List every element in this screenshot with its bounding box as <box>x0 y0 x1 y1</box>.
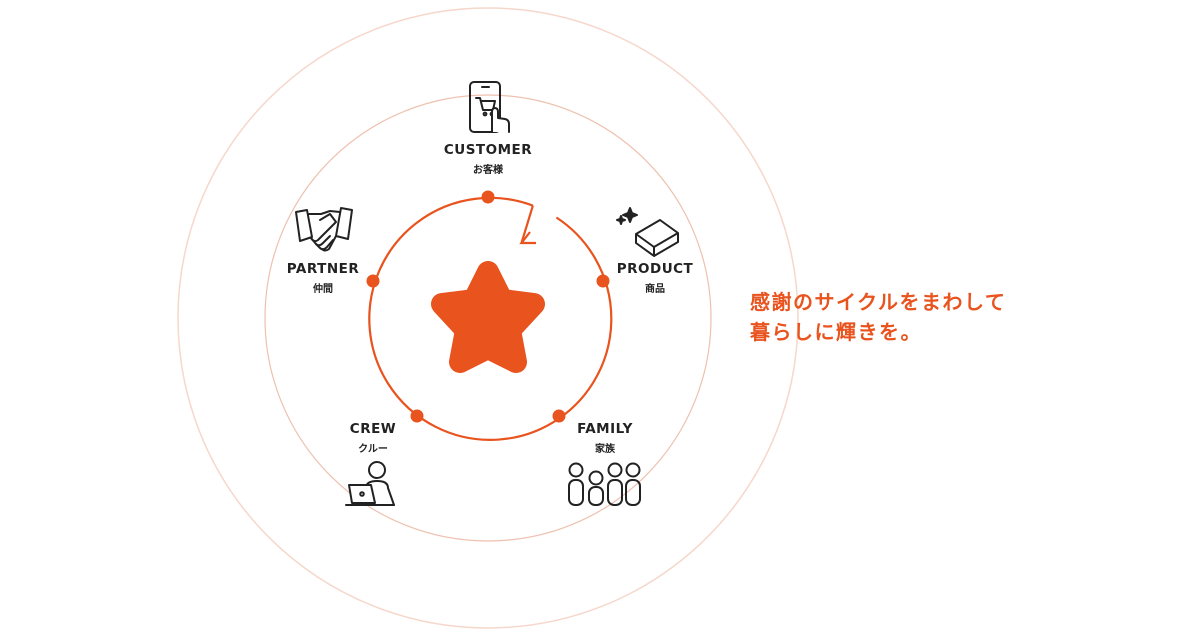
node-label-customer: CUSTOMER お客様 <box>428 142 548 176</box>
family-icon <box>568 462 641 506</box>
node-label-en: PARTNER <box>286 261 360 277</box>
node-label-en: FAMILY <box>577 421 633 437</box>
node-label-ja: 家族 <box>595 444 615 455</box>
node-label-crew: CREW クルー <box>333 421 413 455</box>
node-label-ja: クルー <box>358 444 388 455</box>
tagline-line-2: 暮らしに輝きを。 <box>750 320 922 344</box>
star-logo-icon <box>431 261 545 373</box>
smartphone-cart-icon <box>469 81 510 133</box>
node-dot-crew <box>410 409 424 423</box>
node-dot-product <box>596 274 610 288</box>
node-label-en: PRODUCT <box>616 261 694 277</box>
node-label-ja: 商品 <box>645 284 665 295</box>
node-label-ja: 仲間 <box>313 284 333 295</box>
node-label-product: PRODUCT 商品 <box>596 261 714 295</box>
cycle-arrow-shaft <box>520 205 534 244</box>
handshake-icon <box>295 207 353 252</box>
box-sparkle-icon <box>616 207 679 257</box>
cycle-arc <box>368 196 613 441</box>
node-label-family: FAMILY 家族 <box>555 421 655 455</box>
node-label-en: CREW <box>349 421 397 437</box>
node-dot-partner <box>366 274 380 288</box>
node-dot-customer <box>481 190 495 204</box>
middle-ring <box>264 94 712 542</box>
tagline: 感謝のサイクルをまわして 暮らしに輝きを。 <box>750 287 1006 347</box>
node-label-en: CUSTOMER <box>443 142 533 158</box>
node-label-ja: お客様 <box>473 165 503 176</box>
person-laptop-icon <box>345 461 395 506</box>
node-dot-family <box>552 409 566 423</box>
tagline-line-1: 感謝のサイクルをまわして <box>750 290 1007 314</box>
outer-ring <box>177 7 799 629</box>
node-label-partner: PARTNER 仲間 <box>272 261 374 295</box>
